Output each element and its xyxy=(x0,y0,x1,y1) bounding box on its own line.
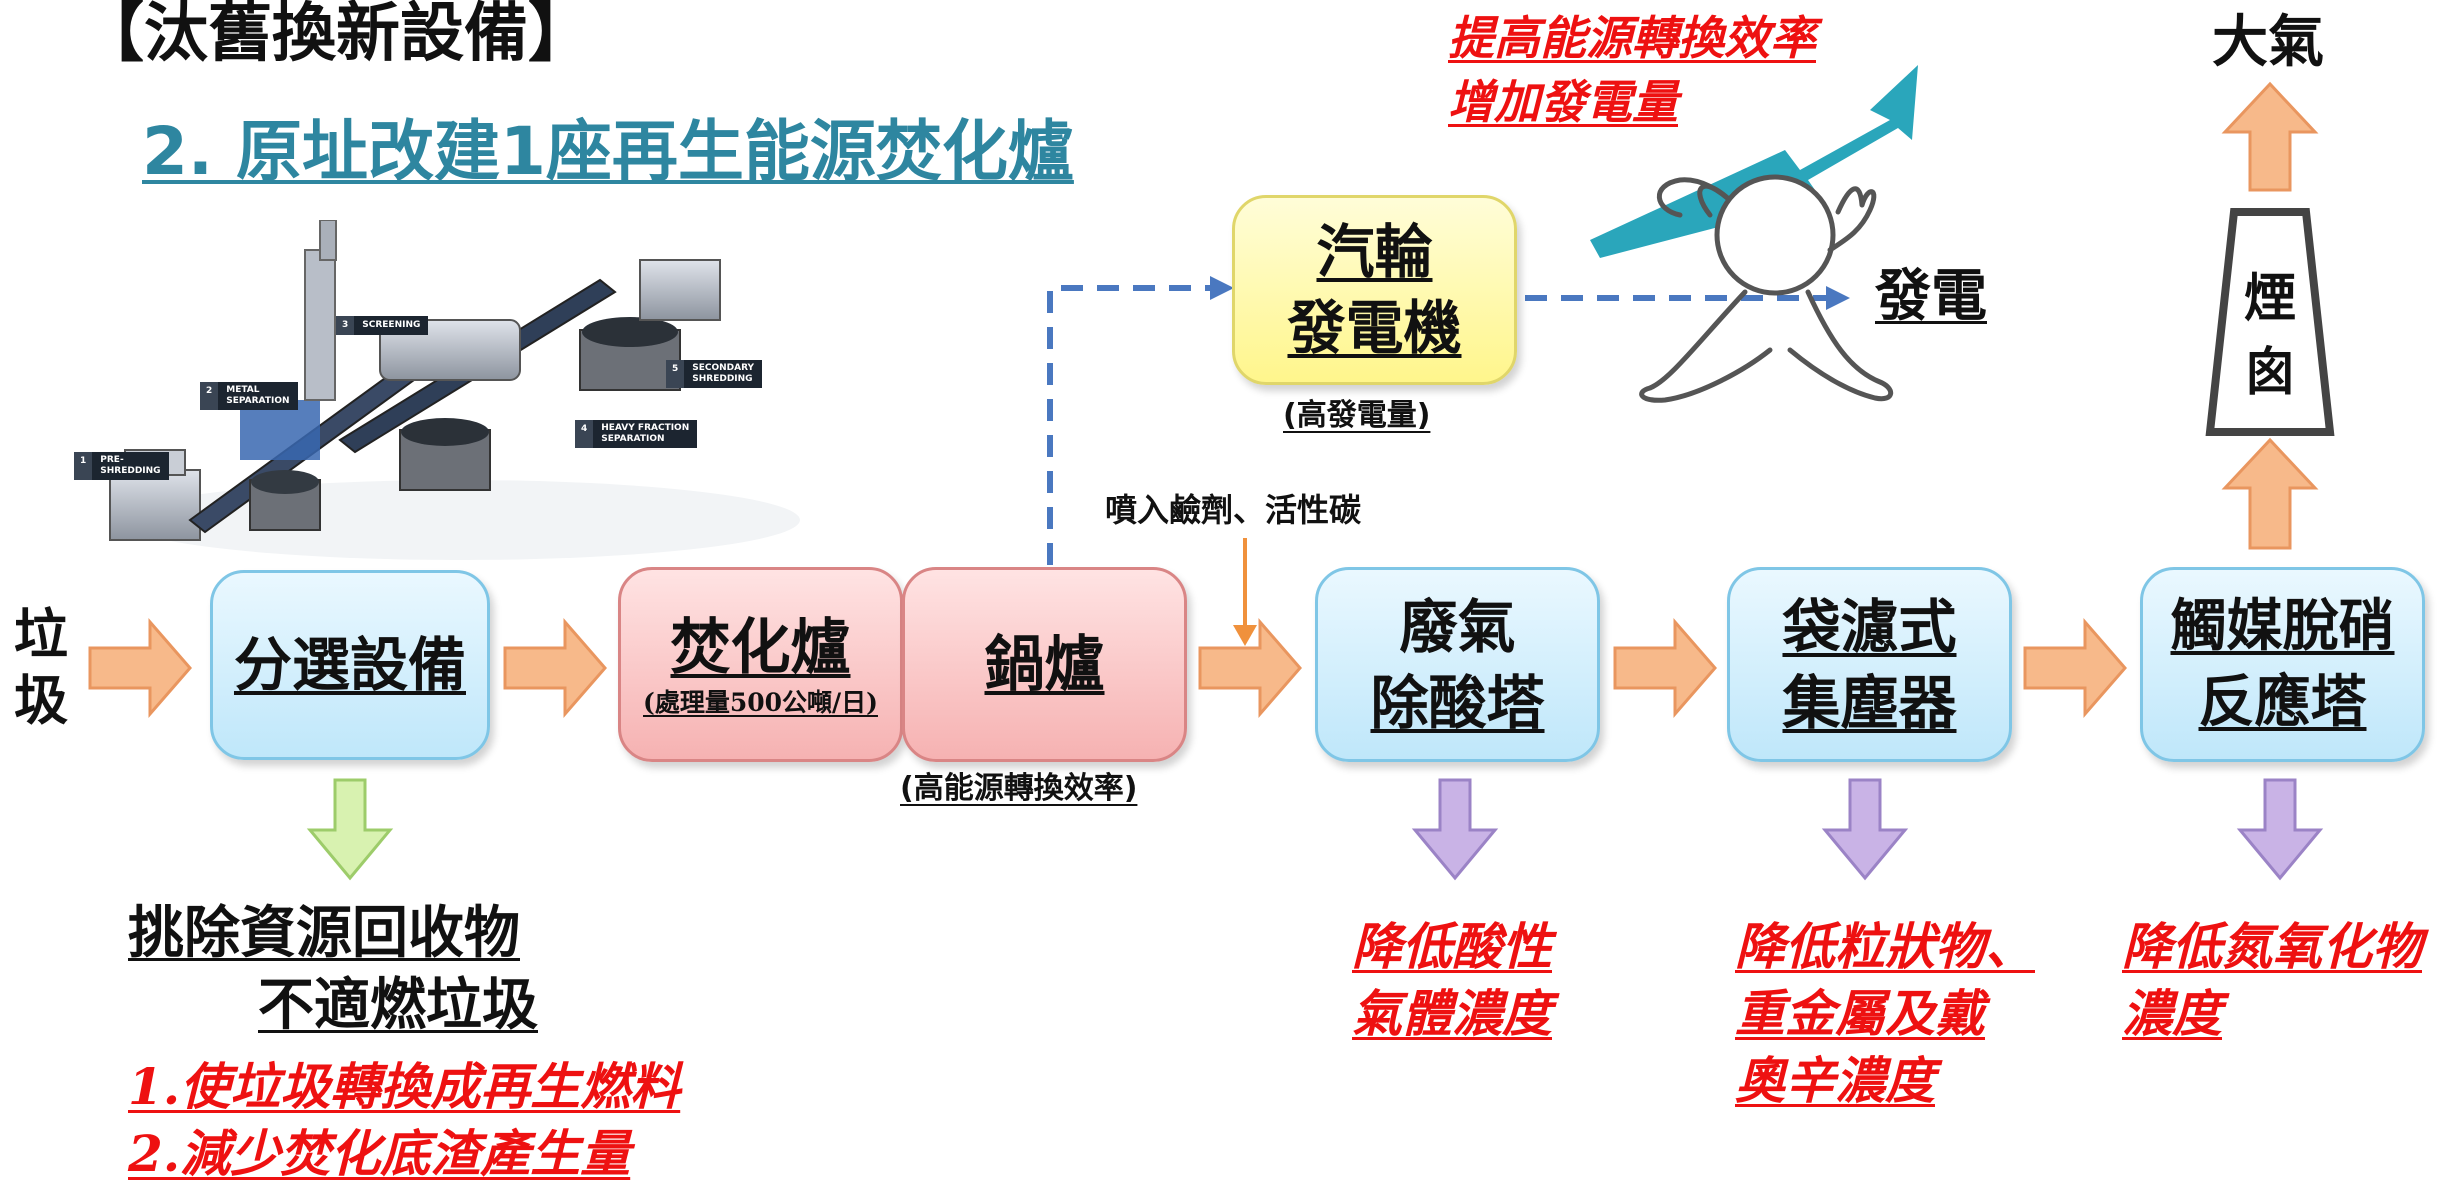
scr-denitration-reactor-box: 觸媒脫硝 反應塔 xyxy=(2140,567,2425,762)
sorting-benefit-1: 1.使垃圾轉換成再生燃料 xyxy=(128,1057,681,1116)
sorting-benefit-2: 2.減少焚化底渣產生量 xyxy=(128,1124,631,1183)
acid-tower-result-line2: 氣體濃度 xyxy=(1352,985,1552,1043)
acid-removal-tower-box: 廢氣 除酸塔 xyxy=(1315,567,1600,762)
incinerator-label: 焚化爐 xyxy=(670,612,851,683)
flow-arrow-up-stack xyxy=(2221,437,2319,550)
down-arrow-sorting xyxy=(306,778,394,881)
turbine-label-line1: 汽輪 xyxy=(1316,218,1433,286)
turbine-output-note: (高發電量) xyxy=(1283,398,1431,433)
page-title: 【汰舊換新設備】 xyxy=(80,0,592,71)
efficiency-note-line1: 提高能源轉換效率 xyxy=(1448,11,1816,65)
scr-result-line2: 濃度 xyxy=(2122,985,2222,1043)
step-tag-1: 1 PRE- SHREDDING xyxy=(74,452,169,480)
boiler-efficiency-note: (高能源轉換效率) xyxy=(900,771,1138,806)
chimney-label: 煙 囪 xyxy=(2243,269,2296,403)
boiler-box: 鍋爐 xyxy=(902,567,1187,762)
baghouse-result-line3: 奧辛濃度 xyxy=(1735,1052,1935,1110)
scr-result-line1: 降低氮氧化物 xyxy=(2122,918,2422,976)
steam-dashed-line xyxy=(1047,285,1215,565)
flow-arrow-up-atmosphere xyxy=(2221,81,2319,192)
sorting-equipment-label: 分選設備 xyxy=(233,631,466,699)
incinerator-box: 焚化爐 (處理量500公噸/日) xyxy=(618,567,903,762)
flow-arrow-4 xyxy=(1613,617,1717,719)
sorting-output-line1: 挑除資源回收物 xyxy=(128,901,520,966)
efficiency-note-line2: 增加發電量 xyxy=(1448,75,1678,129)
baghouse-filter-box: 袋濾式 集塵器 xyxy=(1727,567,2012,762)
baghouse-result-line1: 降低粒狀物、 xyxy=(1735,918,2035,976)
flow-arrow-5 xyxy=(2023,617,2127,719)
step-tag-4: 4 HEAVY FRACTION SEPARATION xyxy=(575,420,698,448)
flow-arrow-2 xyxy=(503,617,607,719)
turbine-generator-box: 汽輪 發電機 xyxy=(1232,195,1517,385)
down-arrow-scr xyxy=(2236,778,2324,881)
turbine-label-line2: 發電機 xyxy=(1287,294,1462,362)
baghouse-result-line2: 重金屬及戴 xyxy=(1735,985,1985,1043)
injection-arrow xyxy=(1233,625,1257,646)
flow-arrow-1 xyxy=(88,617,192,719)
step-tag-5: 5 SECONDARY SHREDDING xyxy=(666,360,763,388)
down-arrow-baghouse xyxy=(1821,778,1909,881)
baghouse-label-line1: 袋濾式 xyxy=(1782,592,1957,661)
power-generation-label: 發電 xyxy=(1875,264,1987,329)
sorting-output-line2: 不適燃垃圾 xyxy=(258,973,538,1038)
baghouse-label-line2: 集塵器 xyxy=(1782,668,1957,737)
chimney-shape xyxy=(2205,208,2335,436)
sorting-equipment-box: 分選設備 xyxy=(210,570,490,760)
down-arrow-acid xyxy=(1411,778,1499,881)
subtitle: 2. 原址改建1座再生能源焚化爐 xyxy=(142,113,1074,190)
acid-tower-label-line1: 廢氣 xyxy=(1399,592,1516,661)
acid-tower-label-line2: 除酸塔 xyxy=(1370,668,1545,737)
injection-note: 噴入鹼劑、活性碳 xyxy=(1105,491,1362,529)
step-tag-3: 3 SCREENING xyxy=(336,316,429,335)
input-garbage-label: 垃 圾 xyxy=(14,603,68,732)
boiler-label: 鍋爐 xyxy=(984,629,1105,700)
scr-label-line2: 反應塔 xyxy=(2198,669,2367,735)
incinerator-capacity: (處理量500公噸/日) xyxy=(643,687,878,717)
acid-tower-result-line1: 降低酸性 xyxy=(1352,918,1552,976)
celebrating-person-illustration xyxy=(1639,174,1894,403)
flow-arrow-3 xyxy=(1198,617,1302,719)
scr-label-line1: 觸媒脫硝 xyxy=(2170,593,2395,659)
atmosphere-label: 大氣 xyxy=(2212,10,2324,75)
step-tag-2: 2 METAL SEPARATION xyxy=(200,382,298,410)
